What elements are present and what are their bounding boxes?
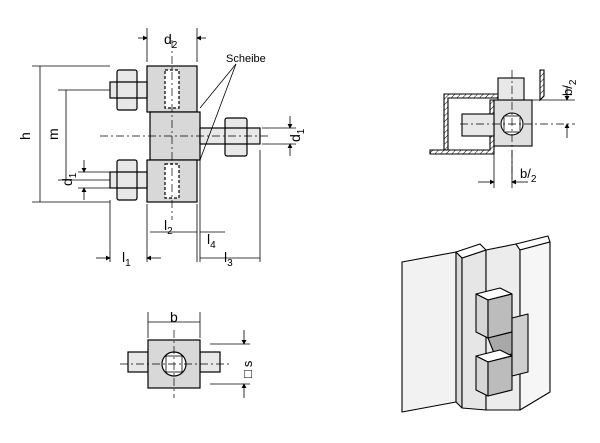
label-scheibe: Scheibe — [226, 53, 266, 65]
label-d1-left: d1 — [59, 172, 79, 186]
front-view-dimensions — [32, 28, 296, 262]
label-l3: l3 — [224, 249, 233, 269]
top-view — [120, 330, 230, 398]
label-b-half-horizontal: b/2 — [520, 166, 537, 185]
label-b-half-vertical: b/2 — [560, 79, 579, 96]
label-l2: l2 — [164, 217, 173, 237]
label-d1-right: d1 — [287, 128, 307, 142]
section-view — [429, 69, 575, 180]
isometric-view — [401, 235, 551, 413]
front-view-labels: d2 Scheibe h m d1 d1 l2 l4 l1 l3 — [17, 31, 307, 269]
front-view — [100, 40, 270, 220]
label-s: □s — [240, 360, 255, 378]
label-l4: l4 — [207, 231, 216, 251]
top-view-dimensions — [147, 312, 250, 398]
label-h: h — [17, 132, 33, 140]
label-m: m — [45, 128, 61, 140]
label-l1: l1 — [122, 249, 131, 269]
section-view-dimensions — [478, 86, 575, 188]
label-b: b — [170, 309, 178, 325]
label-d2: d2 — [164, 31, 178, 51]
